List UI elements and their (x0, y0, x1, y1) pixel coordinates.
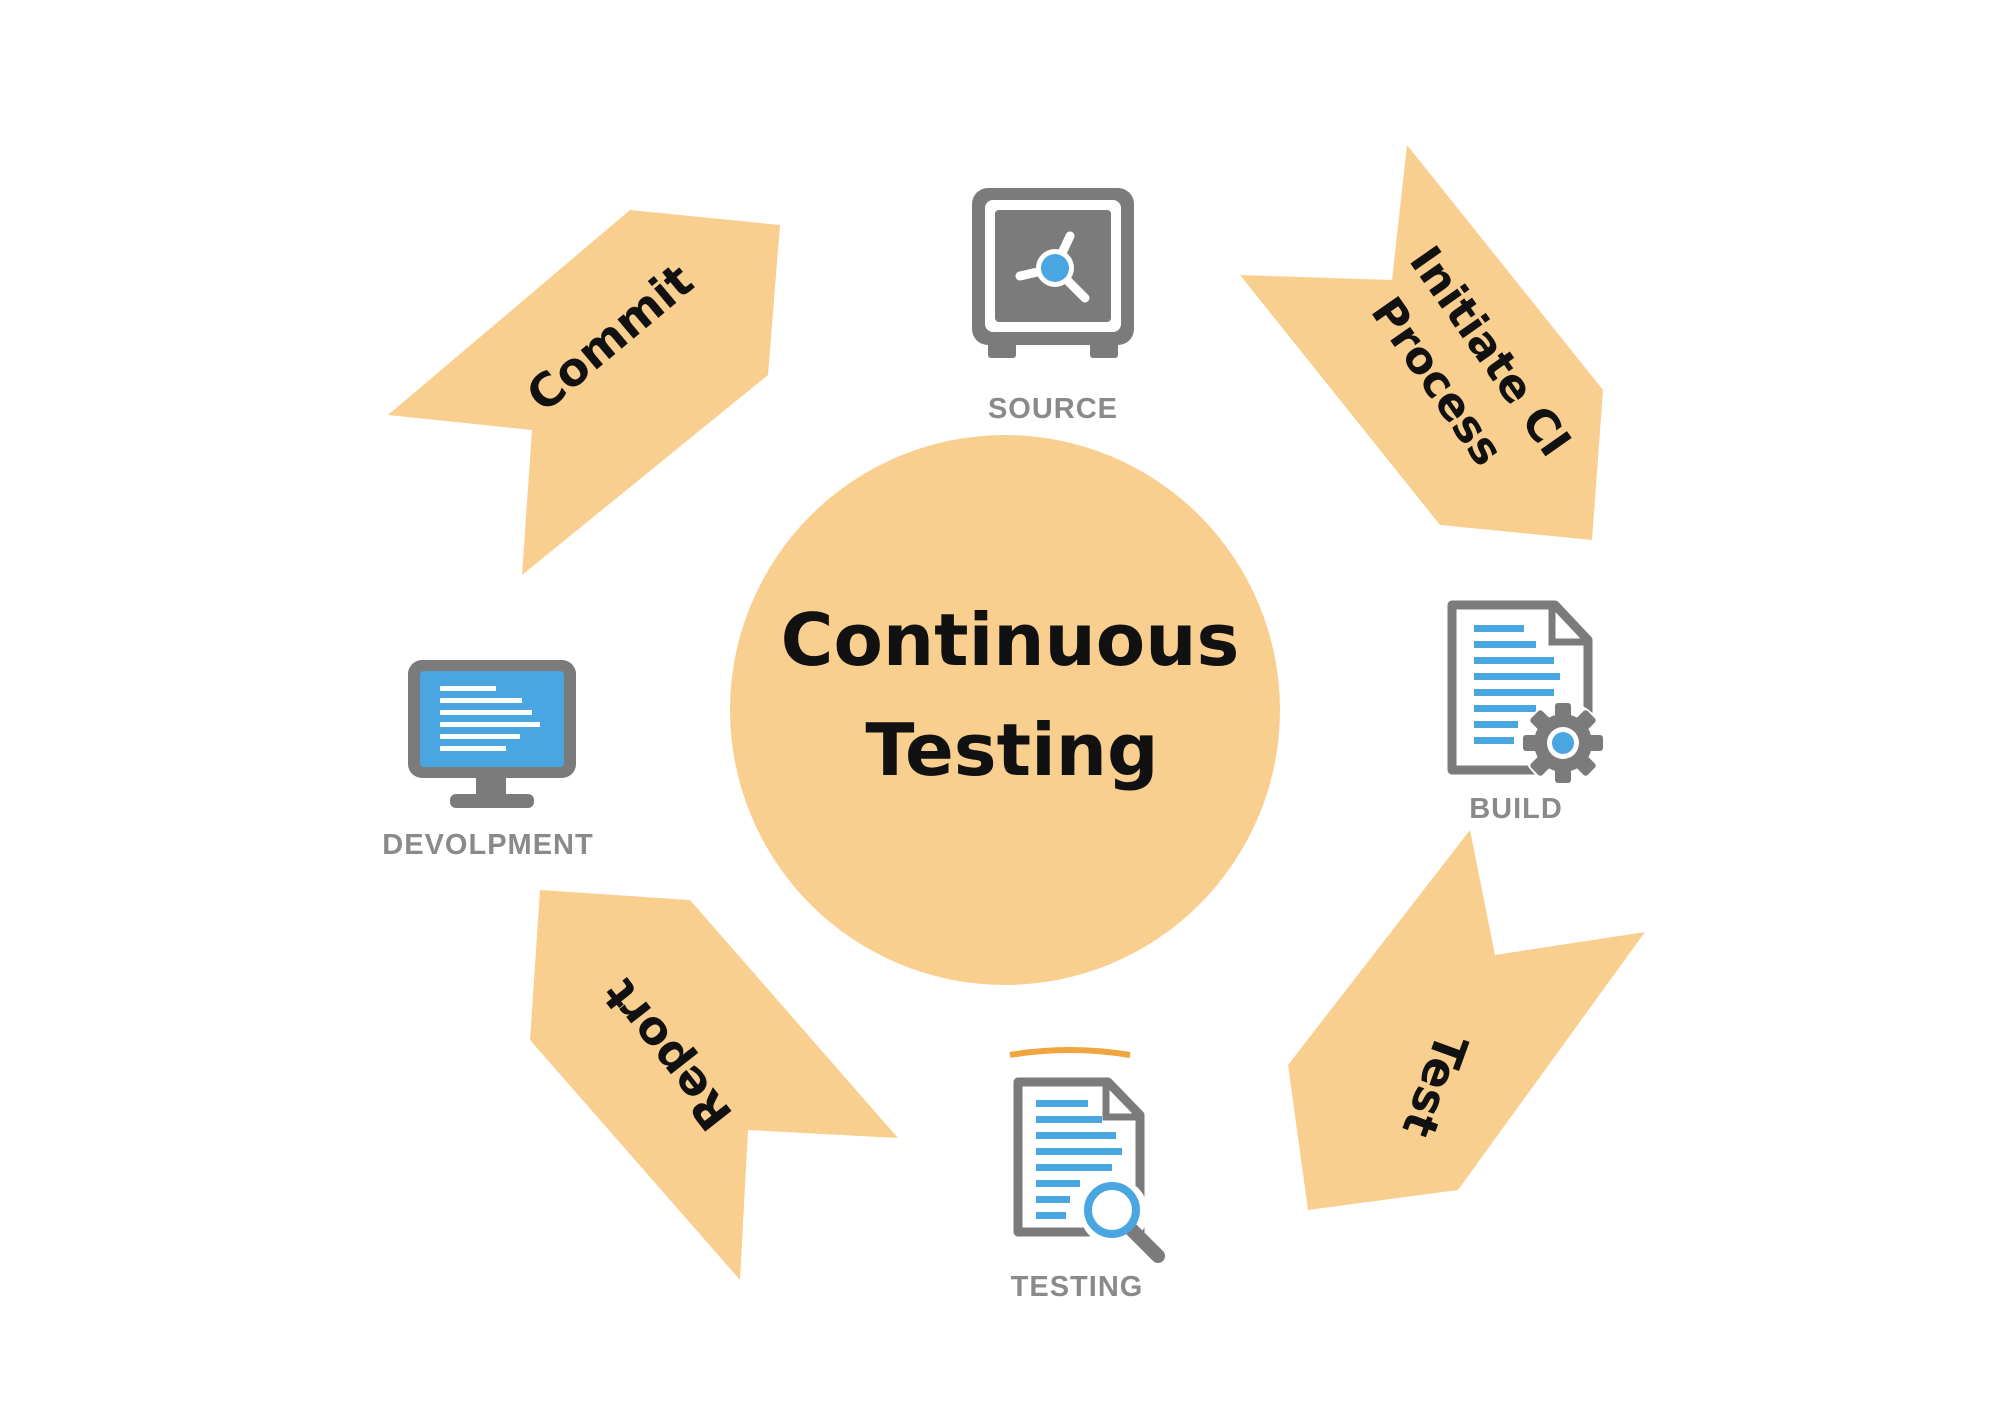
arrow-test: Test (1288, 830, 1645, 1210)
arrow-report: Report (530, 890, 898, 1280)
node-source: SOURCE (972, 188, 1134, 425)
node-source-label: SOURCE (988, 393, 1118, 425)
center-node: Continuous Testing (730, 435, 1280, 985)
arrow-commit: Commit (388, 210, 780, 575)
node-build: BUILD (1447, 600, 1605, 825)
node-development-label: DEVOLPMENT (382, 829, 593, 861)
document-gear-icon (1447, 600, 1605, 785)
document-search-icon (1013, 1077, 1165, 1263)
arrow-commit-shape (388, 210, 780, 575)
center-circle (730, 435, 1280, 985)
center-title-line2: Testing (865, 708, 1158, 792)
testing-accent-arc (1009, 1047, 1131, 1058)
node-development: DEVOLPMENT (382, 660, 593, 861)
node-testing: TESTING (1009, 1047, 1165, 1303)
node-testing-label: TESTING (1011, 1271, 1144, 1303)
arrow-test-shape (1288, 830, 1645, 1210)
monitor-icon (408, 660, 576, 808)
arrow-initiate-ci-shape (1240, 145, 1603, 540)
arrow-initiate-ci: Initiate CI Process (1240, 145, 1603, 540)
vault-icon (972, 188, 1134, 358)
arrow-report-shape (530, 890, 898, 1280)
node-build-label: BUILD (1469, 793, 1563, 825)
center-title-line1: Continuous (781, 598, 1240, 682)
